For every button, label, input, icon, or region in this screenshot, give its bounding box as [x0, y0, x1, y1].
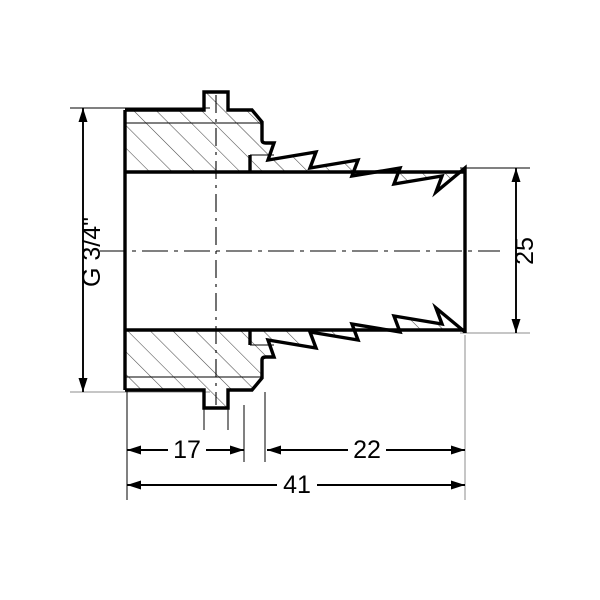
dimension-thread-length: 17 [127, 436, 244, 464]
lower-body-outline [125, 302, 467, 410]
thin-detail-lines [126, 122, 465, 378]
dimension-outer-diameter: 25 [511, 168, 539, 333]
extension-lines [70, 107, 530, 500]
overall-length-label: 41 [283, 471, 311, 499]
section-hatching [125, 92, 465, 408]
center-lines [100, 95, 500, 405]
outer-diameter-label: 25 [511, 237, 539, 265]
thread-length-label: 17 [173, 436, 201, 464]
barb-length-label: 22 [353, 436, 381, 464]
dimension-overall-length: 41 [127, 471, 465, 499]
fitting-outline [123, 90, 467, 410]
dimension-thread-size: G 3/4" [78, 108, 106, 392]
thread-size-label: G 3/4" [78, 217, 106, 287]
dimension-barb-length: 22 [267, 436, 465, 464]
